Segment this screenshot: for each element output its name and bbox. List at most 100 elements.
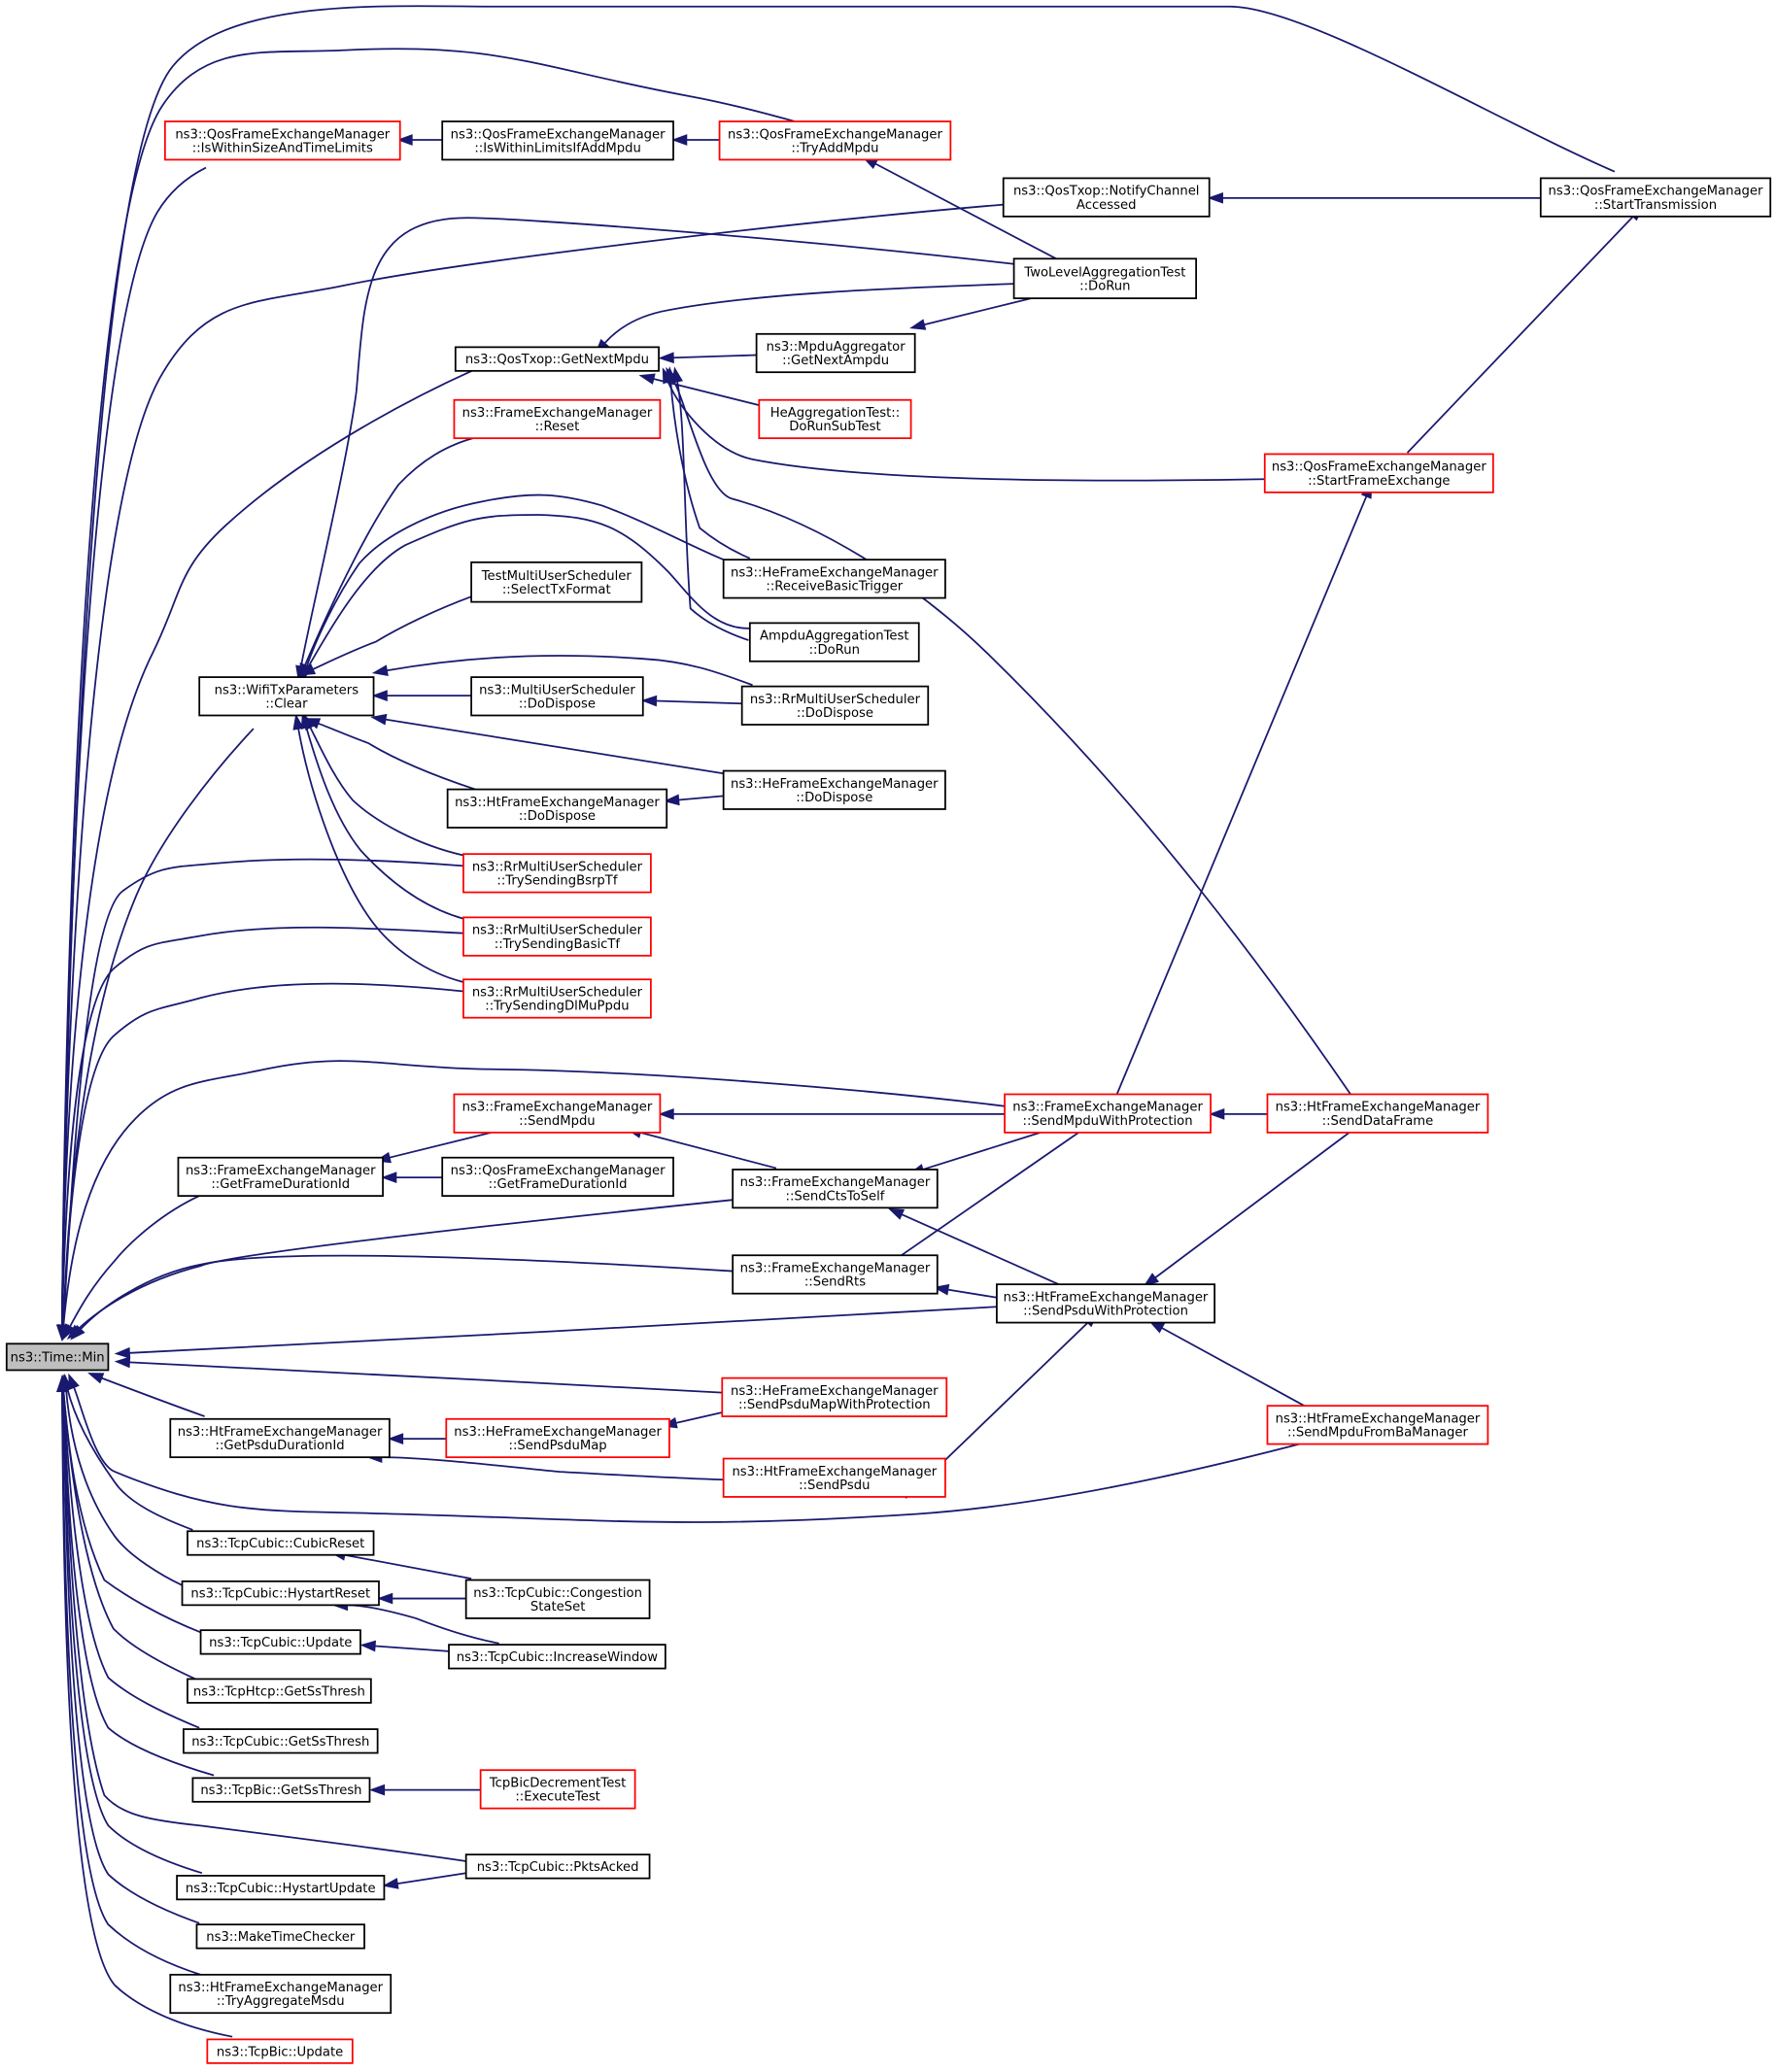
graph-node-fem-sendcts[interactable]: ns3::FrameExchangeManager::SendCtsToSelf — [732, 1169, 939, 1209]
node-box — [191, 1777, 371, 1803]
graph-node-fem-getdur[interactable]: ns3::FrameExchangeManager::GetFrameDurat… — [177, 1156, 384, 1197]
edge-line — [305, 727, 464, 920]
graph-node-fem-sendmpduwp[interactable]: ns3::FrameExchangeManager::SendMpduWithP… — [1004, 1093, 1212, 1134]
graph-node-htfem-getpsdudur[interactable]: ns3::HtFrameExchangeManager::GetPsduDura… — [169, 1417, 391, 1459]
graph-node-rrmus-bsrp[interactable]: ns3::RrMultiUserScheduler::TrySendingBsr… — [462, 853, 652, 894]
arrowhead — [382, 1878, 399, 1889]
arrowhead — [933, 1283, 950, 1296]
graph-node-testmus-select[interactable]: TestMultiUserScheduler::SelectTxFormat — [470, 560, 643, 603]
graph-node-rrmus-dlmu[interactable]: ns3::RrMultiUserScheduler::TrySendingDlM… — [462, 978, 652, 1019]
graph-node-fem-sendrts[interactable]: ns3::FrameExchangeManager::SendRts — [732, 1254, 939, 1295]
call-edge-qfem_startfe-to-qostxop_getnext — [662, 367, 1265, 482]
graph-node-tcpbicdec-exec[interactable]: TcpBicDecrementTest::ExecuteTest — [479, 1769, 636, 1810]
node-box — [454, 346, 660, 372]
node-label-line: ns3::QosTxop::NotifyChannel — [1013, 185, 1200, 199]
graph-node-htfem-sendpsduwp[interactable]: ns3::HtFrameExchangeManager::SendPsduWit… — [996, 1283, 1216, 1324]
edge-line — [299, 217, 1014, 667]
call-edge-hefem_dodispose-to-htfem_dodispose — [663, 794, 724, 806]
graph-node-twolevel-dorun[interactable]: TwoLevelAggregationTest::DoRun — [1012, 257, 1197, 299]
edge-line — [922, 1132, 1042, 1171]
graph-node-tcpcubic-hystartreset[interactable]: ns3::TcpCubic::HystartReset — [181, 1580, 380, 1607]
node-label-line: ::SendPsduMap — [509, 1439, 607, 1453]
graph-node-htfem-tryaggmsdu[interactable]: ns3::HtFrameExchangeManager::TryAggregat… — [169, 1973, 393, 2015]
graph-node-heagg-dorunsub[interactable]: HeAggregationTest::DoRunSubTest — [758, 398, 912, 440]
node-label-line: ::SendPsduMapWithProtection — [738, 1398, 931, 1412]
node-label-line: ::DoDispose — [797, 706, 873, 721]
graph-node-tcpcubic-pktsacked[interactable]: ns3::TcpCubic::PktsAcked — [464, 1853, 651, 1880]
node-label-line: ns3::HtFrameExchangeManager — [178, 1425, 383, 1440]
graph-node-hefem-sendpsdumap[interactable]: ns3::HeFrameExchangeManager::SendPsduMap — [445, 1417, 670, 1459]
graph-node-hefem-recvbasic[interactable]: ns3::HeFrameExchangeManager::ReceiveBasi… — [722, 559, 946, 599]
graph-node-tcpcubic-getss[interactable]: ns3::TcpCubic::GetSsThresh — [182, 1728, 379, 1754]
edge-line — [60, 1391, 233, 2038]
call-edge-tcpcubic_congestion-to-tcpcubic_hystartreset — [376, 1592, 466, 1605]
graph-node-htfem-sendpsdu[interactable]: ns3::HtFrameExchangeManager::SendPsdu — [722, 1457, 946, 1498]
graph-node-qfem-starttx[interactable]: ns3::QosFrameExchangeManager::StartTrans… — [1539, 177, 1772, 218]
graph-node-qostxop-getnext[interactable]: ns3::QosTxop::GetNextMpdu — [454, 346, 660, 372]
graph-node-maketimechecker[interactable]: ns3::MakeTimeChecker — [195, 1923, 365, 1950]
node-box — [464, 1853, 651, 1880]
graph-node-htfem-senddata[interactable]: ns3::HtFrameExchangeManager::SendDataFra… — [1266, 1093, 1489, 1134]
graph-node-qfem-tryaddmpdu[interactable]: ns3::QosFrameExchangeManager::TryAddMpdu — [718, 120, 952, 161]
arrowhead — [371, 690, 388, 701]
node-box — [177, 1156, 384, 1197]
graph-node-fem-reset[interactable]: ns3::FrameExchangeManager::Reset — [453, 398, 662, 440]
edge-line — [639, 1132, 777, 1170]
graph-node-qfem-startfe[interactable]: ns3::QosFrameExchangeManager::StartFrame… — [1263, 453, 1494, 493]
graph-node-qfem-within-size[interactable]: ns3::QosFrameExchangeManager::IsWithinSi… — [163, 120, 401, 161]
edge-line — [80, 1254, 734, 1330]
node-label-line: ns3::QosFrameExchangeManager — [728, 127, 942, 142]
graph-node-mus-dodispose[interactable]: ns3::MultiUserScheduler::DoDispose — [470, 676, 644, 717]
edge-line — [129, 1306, 997, 1354]
graph-node-tcphtcp-getss[interactable]: ns3::TcpHtcp::GetSsThresh — [187, 1678, 372, 1704]
graph-node-tcpbic-update[interactable]: ns3::TcpBic::Update — [206, 2038, 354, 2064]
graph-node-fem-sendmpdu[interactable]: ns3::FrameExchangeManager::SendMpdu — [453, 1093, 662, 1134]
arrowhead — [70, 1324, 85, 1341]
node-label-line: ns3::TcpCubic::Update — [209, 1636, 352, 1650]
edge-line — [305, 493, 752, 668]
node-label-line: ns3::HtFrameExchangeManager — [1004, 1290, 1209, 1305]
call-edge-wifitx_clear-to-root — [57, 728, 255, 1341]
edge-line — [1115, 495, 1368, 1095]
graph-node-hefem-dodispose[interactable]: ns3::HeFrameExchangeManager::DoDispose — [722, 769, 946, 810]
graph-node-ampdu-dorun[interactable]: AmpduAggregationTest::DoRun — [748, 622, 920, 662]
arrowhead — [368, 1783, 386, 1796]
edge-line — [374, 1645, 450, 1652]
node-label-line: ns3::HeFrameExchangeManager — [454, 1425, 662, 1440]
call-edge-ampdu_dorun-to-wifitx_clear — [299, 514, 750, 681]
graph-node-tcpcubic-increase[interactable]: ns3::TcpCubic::IncreaseWindow — [448, 1644, 666, 1670]
arrowhead — [87, 1373, 105, 1384]
edge-line — [73, 1386, 1305, 1523]
edge-line — [69, 1195, 200, 1328]
graph-node-tcpbic-getss[interactable]: ns3::TcpBic::GetSsThresh — [191, 1777, 371, 1803]
graph-node-mpduagg-getnext[interactable]: ns3::MpduAggregator::GetNextAmpdu — [755, 332, 916, 374]
graph-node-qfem-getdur[interactable]: ns3::QosFrameExchangeManager::GetFrameDu… — [441, 1156, 674, 1197]
node-label-line: ns3::TcpBic::Update — [217, 2045, 343, 2059]
arrowhead — [381, 1172, 397, 1183]
graph-node-rrmus-basic[interactable]: ns3::RrMultiUserScheduler::TrySendingBas… — [462, 916, 652, 957]
call-edge-qfem_tryaddmpdu-to-root — [56, 48, 796, 1341]
graph-node-htfem-sendmpdufromba[interactable]: ns3::HtFrameExchangeManager::SendMpduFro… — [1266, 1405, 1489, 1445]
node-label-line: ns3::FrameExchangeManager — [186, 1164, 376, 1178]
edge-line — [666, 381, 1265, 482]
call-edge-mpduagg_getnext-to-qostxop_getnext — [658, 352, 757, 364]
node-label-line: TestMultiUserScheduler — [481, 569, 632, 584]
node-label-line: ::GetFrameDurationId — [489, 1177, 628, 1192]
graph-node-htfem-dodispose[interactable]: ns3::HtFrameExchangeManager::DoDispose — [446, 788, 668, 829]
call-edge-hefem_sendpsdumapwp-to-hefem_sendpsdumap — [661, 1411, 723, 1429]
edge-line — [62, 1391, 200, 1924]
graph-node-qfem-within-limits[interactable]: ns3::QosFrameExchangeManager::IsWithinLi… — [441, 120, 674, 161]
node-label-line: ns3::FrameExchangeManager — [462, 1101, 653, 1115]
graph-node-tcpcubic-update[interactable]: ns3::TcpCubic::Update — [199, 1629, 361, 1655]
graph-node-tcpcubic-cubicreset[interactable]: ns3::TcpCubic::CubicReset — [187, 1530, 375, 1556]
graph-node-rrmus-dodispose[interactable]: ns3::RrMultiUserScheduler::DoDispose — [740, 685, 930, 726]
node-label-line: ns3::MultiUserScheduler — [479, 683, 635, 697]
call-edge-htfem_senddata-to-fem_sendmpduwp — [1209, 1108, 1268, 1120]
node-box — [453, 398, 662, 440]
graph-node-tcpcubic-hystartupd[interactable]: ns3::TcpCubic::HystartUpdate — [176, 1875, 386, 1901]
graph-node-wifitx-clear[interactable]: ns3::WifiTxParameters::Clear — [198, 676, 375, 717]
graph-node-hefem-sendpsdumapwp[interactable]: ns3::HeFrameExchangeManager::SendPsduMap… — [721, 1376, 948, 1417]
graph-node-root: ns3::Time::Min — [5, 1342, 110, 1372]
